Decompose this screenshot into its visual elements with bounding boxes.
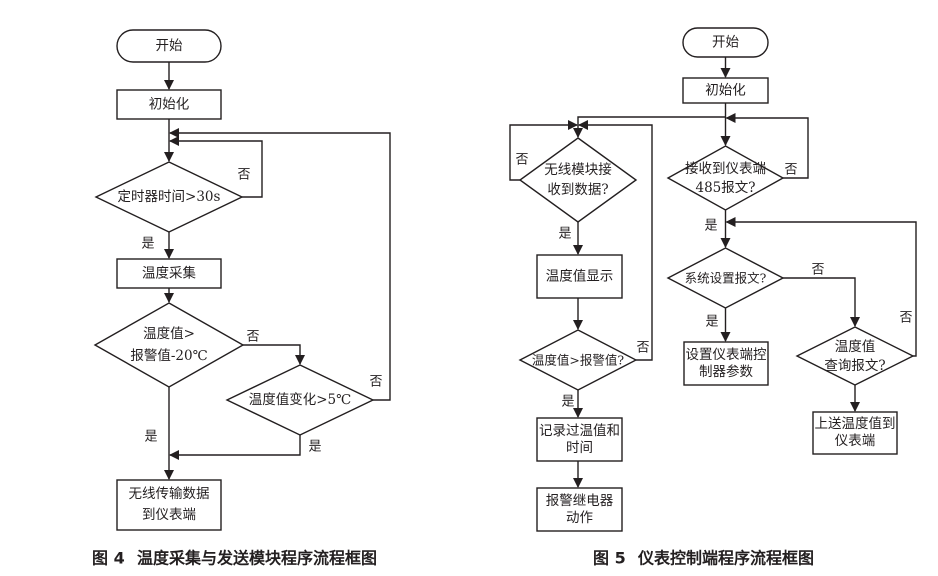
fig5-msg485-decision: 接收到仪表端 485报文?	[666, 145, 785, 211]
fig4-alarm-yes-label: 是	[144, 430, 157, 445]
fig4-init-label: 初始化	[149, 96, 190, 113]
fig5-relay-node: 报警继电器 动作	[536, 487, 623, 532]
fig5-edge-wireless-no	[509, 120, 578, 181]
fig4-collect-node: 温度采集	[116, 258, 222, 289]
fig5-msg485-label-line1: 接收到仪表端	[685, 160, 766, 177]
fig5-upload-node: 上送温度值到 仪表端	[812, 411, 898, 455]
fig5-setparams-label-line1: 设置仪表端控	[686, 347, 767, 363]
fig5-edge-msg485-no	[725, 113, 809, 179]
fig5-query-no-label: 否	[899, 311, 912, 326]
fig5-relay-label-line1: 报警继电器	[546, 493, 614, 509]
fig4-collect-label: 温度采集	[142, 266, 196, 282]
fig5-overalarm-decision: 温度值>报警值?	[518, 329, 638, 391]
fig4-timer-label: 定时器时间>30s	[118, 189, 221, 205]
fig4-transmit-label-line2: 到仪表端	[142, 507, 196, 523]
fig4-edge-alarm-no	[243, 344, 305, 365]
fig4-timer-no-label: 否	[237, 168, 250, 183]
fig5-setparams-label-line2: 制器参数	[699, 363, 753, 380]
fig5-sysconfig-decision: 系统设置报文?	[666, 247, 785, 309]
fig5-record-label-line1: 记录过温值和	[539, 423, 620, 439]
fig4-init-node: 初始化	[116, 89, 222, 120]
fig5-start-node: 开始	[682, 27, 769, 58]
fig5-edge-query-no	[725, 217, 917, 357]
fig4-timer-decision: 定时器时间>30s	[94, 161, 244, 233]
fig5-overalarm-label: 温度值>报警值?	[532, 353, 624, 368]
fig5-start-label: 开始	[712, 35, 740, 51]
fig4-change-label: 温度值变化>5℃	[249, 392, 352, 408]
fig5-sysconfig-no-label: 否	[811, 263, 824, 278]
fig5-query-label-line2: 查询报文?	[824, 358, 885, 374]
fig4-alarm-decision: 温度值> 报警值-20℃	[93, 302, 245, 388]
fig4-caption-number: 图 4	[92, 549, 125, 568]
figure-5: 开始 初始化 无线模块接 收到数据? 否 是 温度值显示	[509, 27, 917, 568]
fig5-upload-label-line2: 仪表端	[835, 433, 876, 449]
fig5-edge-overalarm-no	[578, 120, 653, 361]
fig4-change-yes-label: 是	[308, 440, 321, 455]
fig5-wireless-yes-label: 是	[558, 227, 571, 242]
fig5-wireless-decision: 无线模块接 收到数据?	[518, 137, 638, 223]
fig5-init-label: 初始化	[705, 82, 746, 99]
fig4-timer-yes-label: 是	[141, 237, 154, 252]
fig4-transmit-label-line1: 无线传输数据	[129, 486, 210, 502]
fig5-overalarm-no-label: 否	[636, 341, 649, 356]
fig5-init-node: 初始化	[682, 77, 769, 104]
fig4-alarm-label-line1: 温度值>	[143, 326, 195, 342]
fig5-query-decision: 温度值 查询报文?	[795, 326, 915, 386]
fig4-start-label: 开始	[156, 38, 183, 54]
fig5-record-node: 记录过温值和 时间	[536, 417, 623, 462]
fig5-sysconfig-label: 系统设置报文?	[685, 271, 767, 286]
fig4-alarm-label-line2: 报警值-20℃	[130, 348, 207, 364]
fig4-caption-title: 温度采集与发送模块程序流程框图	[136, 549, 377, 568]
fig5-caption-number: 图 5	[593, 549, 626, 568]
fig5-wireless-no-label: 否	[515, 153, 528, 168]
fig5-query-label-line1: 温度值	[835, 339, 876, 355]
fig5-msg485-label-line2: 485报文?	[695, 180, 755, 196]
fig5-record-label-line2: 时间	[566, 440, 593, 456]
fig5-display-node: 温度值显示	[536, 254, 623, 299]
fig5-caption-title: 仪表控制端程序流程框图	[637, 549, 814, 568]
fig5-setparams-node: 设置仪表端控 制器参数	[683, 341, 769, 386]
fig4-start-node: 开始	[116, 29, 222, 63]
fig5-overalarm-yes-label: 是	[561, 395, 574, 410]
fig4-alarm-no-label: 否	[246, 330, 259, 345]
fig4-transmit-node: 无线传输数据 到仪表端	[116, 479, 222, 531]
fig4-edge-change-no	[169, 128, 391, 401]
fig4-edge-timer-no	[169, 136, 263, 198]
fig5-display-label: 温度值显示	[546, 269, 614, 285]
fig5-wireless-label-line1: 无线模块接	[544, 161, 612, 178]
fig5-relay-label-line2: 动作	[566, 510, 593, 526]
fig5-edge-sysconfig-no	[783, 277, 860, 327]
fig5-wireless-label-line2: 收到数据?	[547, 182, 608, 198]
fig5-msg485-yes-label: 是	[704, 219, 717, 234]
fig5-sysconfig-yes-label: 是	[705, 315, 718, 330]
fig5-msg485-no-label: 否	[784, 163, 797, 178]
fig4-edge-change-yes	[169, 435, 301, 460]
fig5-edge-init-wireless	[573, 116, 726, 138]
fig5-upload-label-line1: 上送温度值到	[815, 416, 896, 432]
fig4-change-no-label: 否	[369, 375, 382, 390]
fig4-change-decision: 温度值变化>5℃	[225, 364, 375, 436]
figure-4: 开始 初始化 定时器时间>30s 否 是 温度采集 温度值> 报警值-20	[92, 29, 391, 568]
